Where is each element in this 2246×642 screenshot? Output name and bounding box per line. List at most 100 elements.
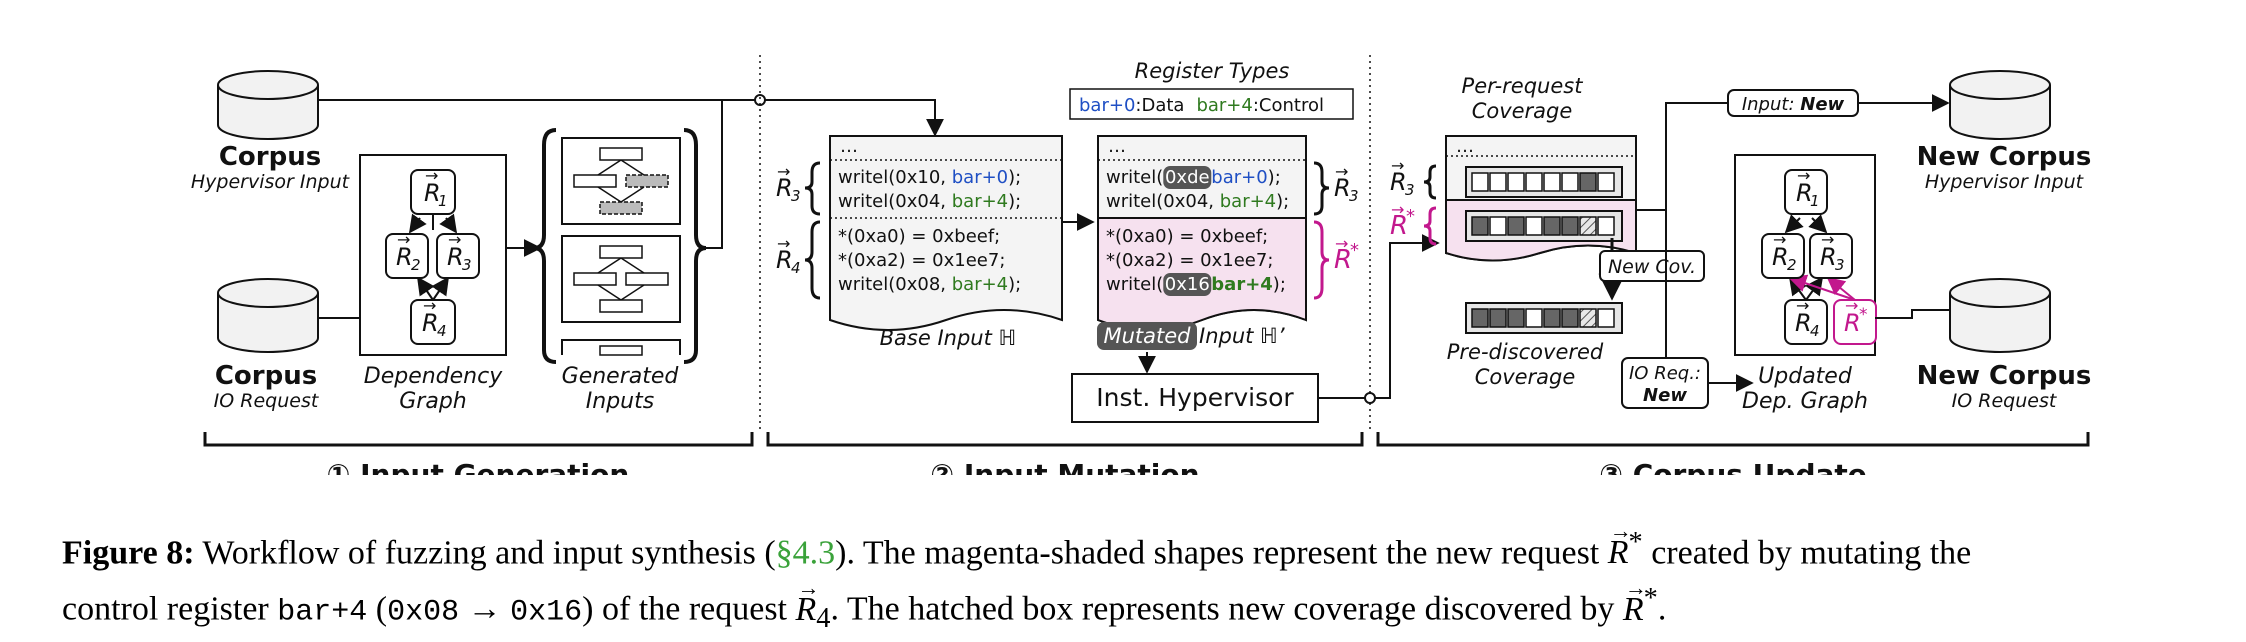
coverage-bar-pre-discovered	[1465, 302, 1623, 334]
corpus-top-label: Corpus	[219, 142, 321, 172]
new-cov-badge	[1599, 250, 1705, 282]
svg-text:→: →	[1797, 166, 1810, 185]
coverage-cell	[1489, 172, 1507, 192]
new-corpus-io-request-cylinder	[1949, 278, 2051, 353]
mutated-rstar-arrow: →	[1335, 234, 1348, 253]
coverage-rstar-label: R	[1390, 211, 1408, 241]
corpus-bottom-label: Corpus	[215, 361, 317, 391]
caption-arrow: →	[459, 590, 511, 628]
base-input-caption: Base Input ℍ	[880, 326, 1017, 350]
mutated-code-line: *(0xa2) = 0x1ee7;	[1106, 250, 1273, 271]
coverage-cell	[1543, 172, 1561, 192]
generated-inputs-left-brace	[533, 128, 557, 364]
updated-node-r4-sub: 4	[1810, 322, 1820, 340]
dep-node-r1: R 1 →	[410, 166, 456, 215]
svg-text:→: →	[448, 230, 461, 249]
mutated-code-line-rest: bar+0);	[1211, 167, 1280, 188]
mutated-rstar-label: R	[1334, 245, 1352, 275]
dependency-graph-label-1: Dependency	[364, 364, 503, 389]
graph-to-new-corpus-line	[1875, 309, 1950, 319]
mutated-code-line: writel(0x04, bar+4);	[1106, 191, 1289, 212]
base-r3-arrow: →	[777, 162, 790, 181]
coverage-cell	[1597, 308, 1615, 328]
caption-text-6: ) of the request	[582, 590, 796, 628]
inst-hypervisor-label: Inst. Hypervisor	[1096, 383, 1294, 412]
mutated-value: 0x16	[1165, 274, 1210, 295]
section-label-input-generation: ① Input Generation	[327, 458, 630, 475]
svg-text:→: →	[397, 230, 410, 249]
coverage-rstar-brace	[1423, 206, 1437, 246]
dep-node-r1-sub: 1	[438, 192, 448, 210]
caption-rstar-sup: *	[1628, 527, 1643, 558]
coverage-cell	[1525, 172, 1543, 192]
register-type-data: :Data	[1135, 95, 1184, 116]
caption-rstar2-sup: *	[1643, 583, 1658, 615]
caption-text-2: ). The magenta-shaded shapes represent t…	[835, 534, 1608, 572]
generated-inputs-label-1: Generated	[562, 364, 680, 389]
register-type-control: :Control	[1253, 95, 1324, 116]
coverage-cell	[1489, 216, 1507, 236]
register-type-bar0: bar+0	[1079, 95, 1135, 116]
caption-text-1: Workflow of fuzzing and input synthesis …	[194, 534, 776, 572]
dep-node-r4: R 4 →	[410, 296, 456, 345]
updated-graph-edges	[1784, 214, 1856, 301]
coverage-cell	[1525, 308, 1543, 328]
mutated-code-line: writel(	[1106, 274, 1163, 295]
coverage-cell	[1489, 308, 1507, 328]
register-types-box	[1069, 88, 1354, 120]
register-types-title: Register Types	[1135, 59, 1290, 83]
coverage-rstar-sup: *	[1406, 206, 1415, 227]
mutated-caption-highlight	[1097, 322, 1197, 350]
dep-node-r3: R 3 →	[436, 230, 480, 279]
updated-node-r4-label: R	[1795, 309, 1812, 337]
caption-r4-sub: 4	[816, 603, 831, 635]
svg-text:…: …	[1456, 136, 1474, 157]
io-req-label-1: IO Req.:	[1629, 363, 1701, 384]
coverage-cell	[1561, 216, 1579, 236]
caption-text-4: control register	[62, 590, 278, 628]
mutated-code-line-rest: bar+4);	[1211, 274, 1286, 295]
base-input-document	[829, 135, 1063, 331]
caption-figure-number: Figure 8:	[62, 534, 195, 572]
caption-rstar: R	[1608, 508, 1632, 576]
coverage-cell	[1471, 308, 1489, 328]
base-input-ellipsis: …	[840, 136, 858, 157]
coverage-r3-arrow: →	[1391, 156, 1404, 175]
section-label-input-mutation: ② Input Mutation	[930, 458, 1199, 475]
coverage-cell	[1507, 216, 1525, 236]
corpus-update-bracket	[1376, 432, 2090, 447]
mutated-r3-arrow: →	[1335, 162, 1348, 181]
mutated-code-line: *(0xa0) = 0xbeef;	[1106, 226, 1268, 247]
caption-rstar-2: R	[1623, 565, 1647, 633]
generated-to-junction-line	[706, 99, 760, 249]
generated-input-3	[561, 339, 681, 356]
updated-node-rstar-label: R	[1844, 309, 1861, 337]
pre-discovered-label-2: Coverage	[1475, 365, 1576, 389]
updated-node-r3-sub: 3	[1835, 256, 1845, 274]
dep-node-r2-label: R	[396, 243, 413, 271]
updated-graph-label-2: Dep. Graph	[1742, 389, 1868, 414]
mutated-input-lines: writel(0xde bar+0);writel(0x04, bar+4);*…	[1106, 166, 1289, 296]
coverage-cell	[1561, 172, 1579, 192]
base-r4-arrow: →	[777, 234, 790, 253]
section-label-corpus-update: ③ Corpus Update	[1599, 458, 1867, 475]
svg-text:→: →	[423, 296, 436, 315]
mutated-value-highlight	[1163, 166, 1212, 189]
input-new-prefix: Input:	[1742, 94, 1800, 115]
base-r3-brace	[804, 161, 821, 216]
coverage-cell	[1579, 172, 1597, 192]
base-r3-sub: 3	[791, 187, 801, 205]
coverage-cell	[1579, 216, 1597, 236]
base-code-line: writel(0x08, bar+4);	[838, 274, 1021, 295]
inst-hypervisor-box	[1071, 373, 1319, 423]
mutated-code-line: writel(	[1106, 167, 1163, 188]
svg-text:→: →	[1845, 296, 1858, 315]
caption-text-5: (	[367, 590, 388, 628]
generated-input-2	[561, 235, 681, 323]
mutated-caption-hl: Mutated	[1103, 324, 1191, 348]
mutated-value-highlight	[1163, 273, 1212, 296]
base-code-line: writel(0x10, bar+0);	[838, 167, 1021, 188]
coverage-cell	[1579, 308, 1597, 328]
generated-inputs-label-2: Inputs	[586, 389, 654, 414]
